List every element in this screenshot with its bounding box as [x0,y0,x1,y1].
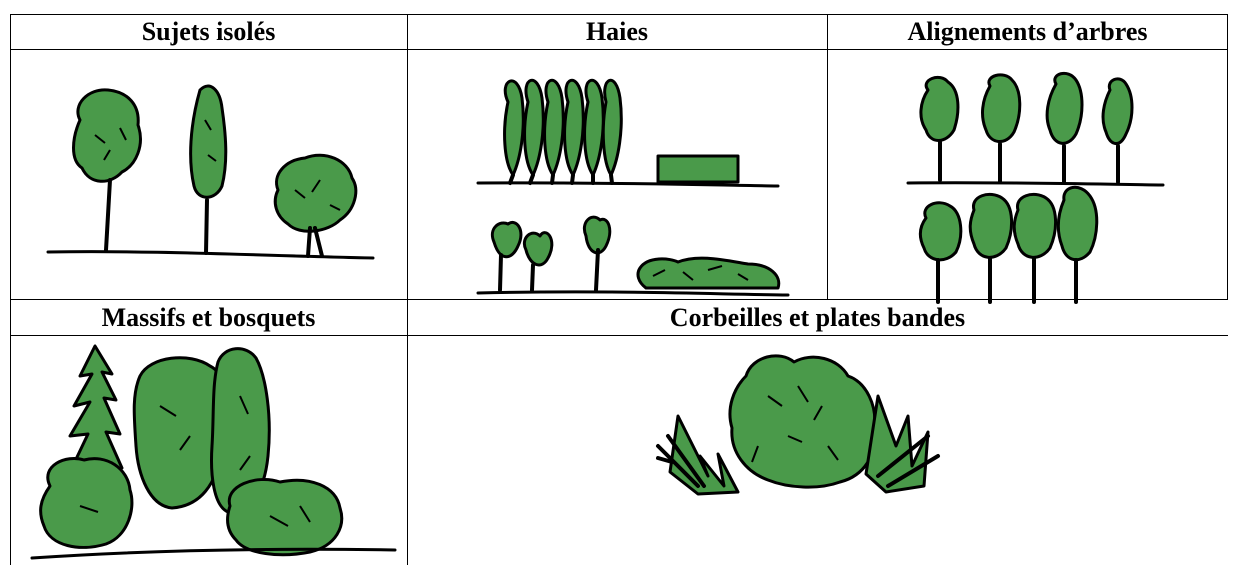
table-border-top [10,14,1228,15]
groves-illustration [10,336,407,565]
row-divider [10,299,1228,300]
header-corbeilles-plates-bandes: Corbeilles et plates bandes [407,302,1228,334]
tree-alignment-illustration [828,50,1228,299]
header-sujets-isoles: Sujets isolés [10,16,407,48]
header-alignements-arbres: Alignements d’arbres [827,16,1228,48]
header-massifs-bosquets: Massifs et bosquets [10,302,407,334]
hedges-illustration [408,50,827,299]
isolated-trees-illustration [10,50,407,299]
header-haies: Haies [407,16,827,48]
flower-beds-illustration [408,336,1228,565]
landscape-types-table: Sujets isolés Haies Alignements d’arbres… [10,14,1228,565]
